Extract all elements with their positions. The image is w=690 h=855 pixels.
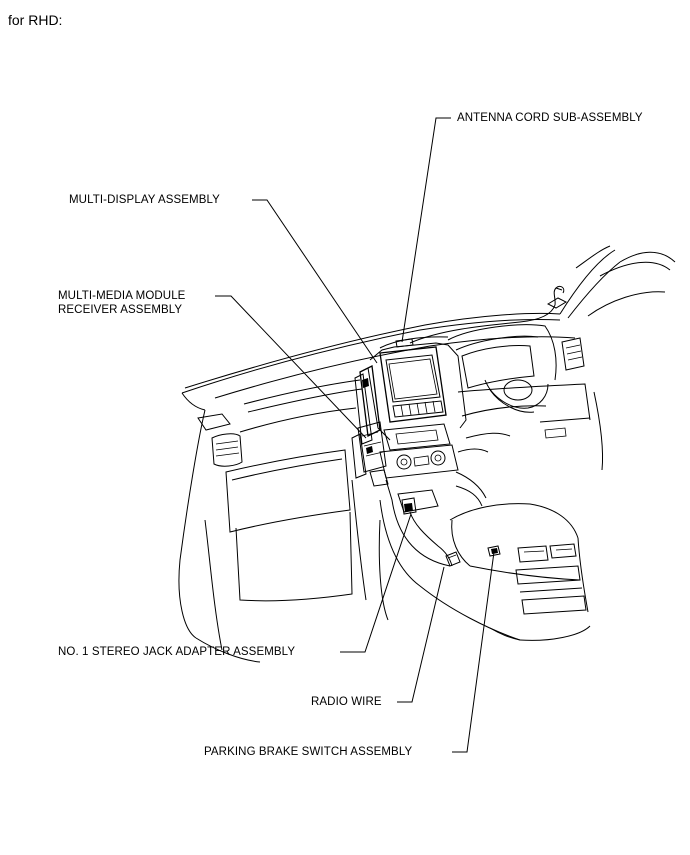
instrument-cluster <box>447 324 591 453</box>
label-parking-brake: PARKING BRAKE SWITCH ASSEMBLY <box>204 746 413 758</box>
label-antenna-cord: ANTENNA CORD SUB-ASSEMBLY <box>457 112 643 124</box>
lower-dash <box>351 245 671 601</box>
label-stereo-jack: NO. 1 STEREO JACK ADAPTER ASSEMBLY <box>58 646 296 658</box>
label-radio-wire: RADIO WIRE <box>311 696 382 708</box>
leader-radio-wire <box>397 566 445 703</box>
climate-receiver-panel <box>379 423 459 479</box>
leader-stereo-jack <box>340 513 412 653</box>
leader-lines <box>215 117 495 753</box>
leader-multi-media <box>215 295 367 439</box>
antenna-cord <box>409 285 568 344</box>
dashboard-body <box>178 249 676 663</box>
multi-media-module <box>351 365 389 487</box>
multi-display-unit <box>367 336 467 441</box>
leader-multi-display <box>252 199 378 364</box>
label-multi-media-line2: RECEIVER ASSEMBLY <box>58 304 183 316</box>
page-header: for RHD: <box>8 12 63 28</box>
label-multi-display: MULTI-DISPLAY ASSEMBLY <box>69 194 220 206</box>
center-console <box>378 479 591 641</box>
label-multi-media-line1: MULTI-MEDIA MODULE <box>58 290 186 302</box>
leader-parking-brake <box>452 551 495 753</box>
leader-antenna <box>401 117 451 343</box>
